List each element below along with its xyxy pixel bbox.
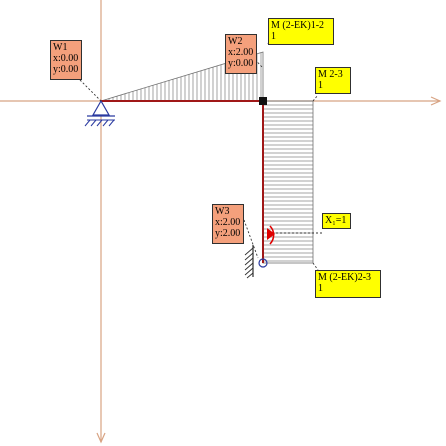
moment-text: M 2-3 (318, 69, 343, 80)
moment-area-column-2-3 (262, 100, 314, 264)
vertical-axis (96, 0, 106, 444)
node-y: y:0.00 (53, 64, 79, 75)
node-x: x:0.00 (53, 53, 79, 64)
node-y: y:0.00 (228, 58, 254, 69)
moment-value: 1 (318, 80, 323, 91)
node-name: W1 (53, 42, 68, 53)
fixed-support-icon (244, 245, 268, 279)
moment-value: 1 (271, 31, 276, 42)
moment-text: M (2-EK)1-2 (271, 20, 325, 31)
node-label-w3: W3 x:2.00 y:2.00 (212, 204, 244, 244)
moment-text: M (2-EK)2-3 (318, 272, 372, 283)
load-text: X₁=1 (325, 215, 347, 226)
moment-label-2-3-end: M (2-EK)2-3 1 (315, 270, 381, 298)
node-label-w2: W2 x:2.00 y:0.00 (225, 34, 257, 74)
moment-label-2-3: M 2-3 1 (315, 67, 351, 94)
moment-arrow-icon (267, 225, 275, 245)
node-name: W2 (228, 36, 243, 47)
node-x: x:2.00 (228, 47, 254, 58)
moment-label-1-2: M (2-EK)1-2 1 (268, 18, 334, 45)
pin-support-icon (84, 99, 115, 127)
rigid-joint-icon (259, 97, 267, 105)
node-label-w1: W1 x:0.00 y:0.00 (50, 40, 82, 80)
node-y: y:2.00 (215, 228, 241, 239)
node-x: x:2.00 (215, 217, 241, 228)
load-label-x1: X₁=1 (322, 213, 351, 229)
moment-value: 1 (318, 283, 323, 294)
node-name: W3 (215, 206, 230, 217)
